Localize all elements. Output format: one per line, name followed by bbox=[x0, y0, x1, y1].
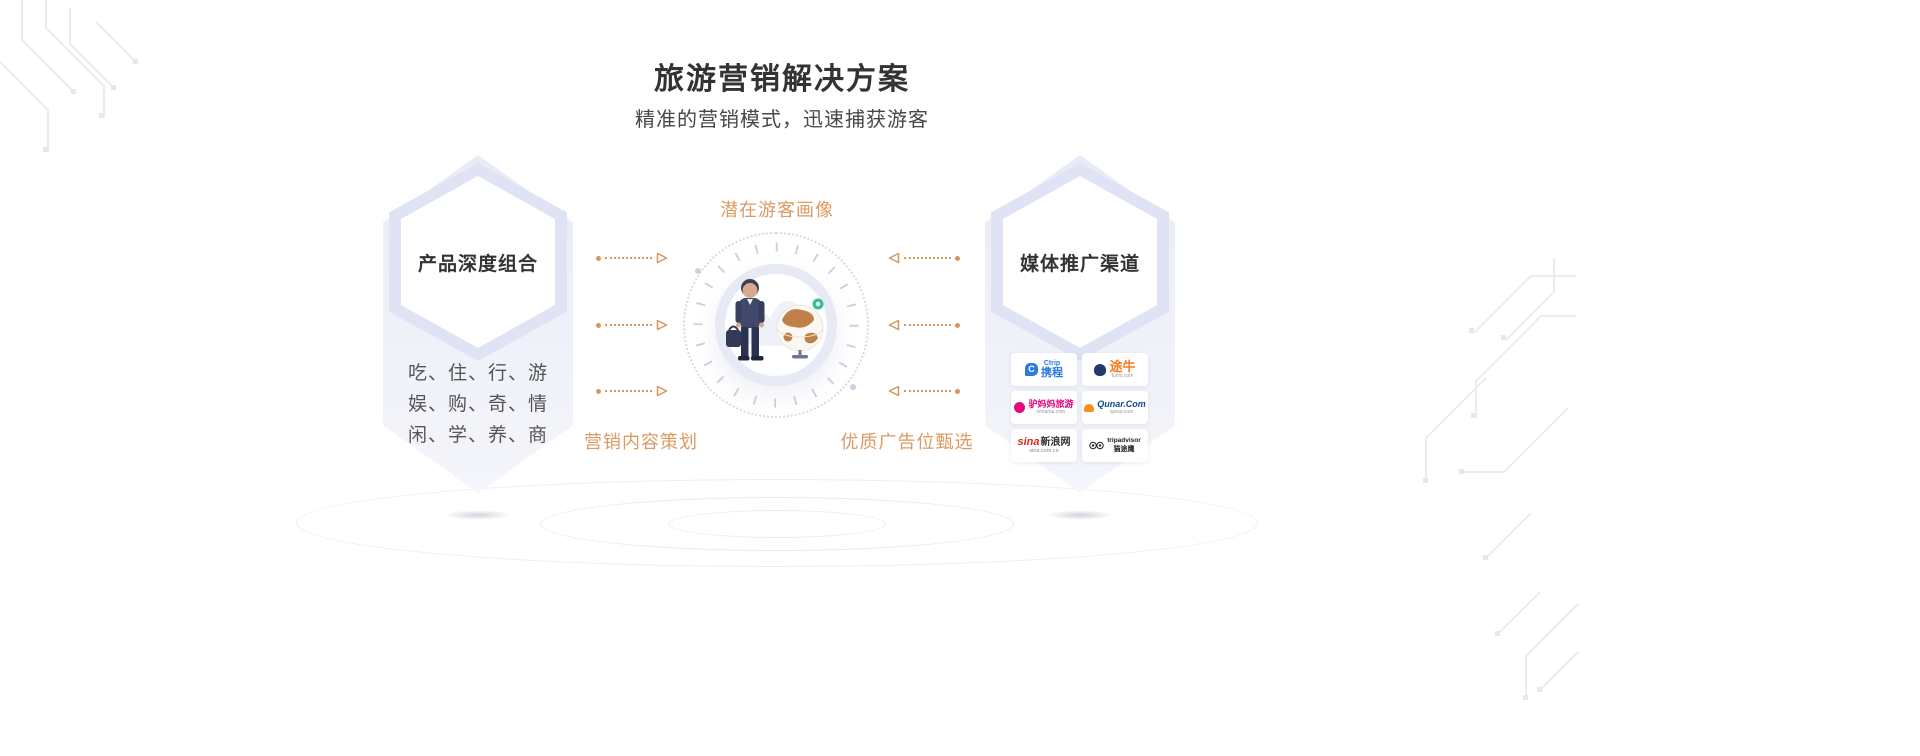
arrow-left-icon bbox=[888, 319, 900, 331]
qunar-wordmark: Qunar.Com bbox=[1097, 399, 1146, 409]
arrow-dot bbox=[955, 322, 960, 328]
tuniu-logo: 途牛 tuniu.com bbox=[1082, 353, 1148, 386]
arrow-dotted-line bbox=[904, 324, 951, 326]
product-card-lines: 吃、住、行、游 娱、购、奇、情 闲、学、养、商 bbox=[373, 358, 583, 451]
media-logo-grid: C Ctrip 携程 途牛 tuniu.com 驴妈妈旅游 lvmama.com… bbox=[1011, 353, 1148, 462]
arrow-dot bbox=[955, 388, 960, 394]
dial-tick-ring bbox=[693, 242, 859, 408]
dial-accent-dot bbox=[695, 268, 701, 274]
arrow-dotted-line bbox=[605, 324, 652, 326]
media-card-title: 媒体推广渠道 bbox=[1019, 253, 1140, 275]
circuit-pattern-right bbox=[1423, 258, 1576, 560]
arrow-dotted-line bbox=[904, 390, 951, 392]
flow-arrow-left-2 bbox=[596, 319, 668, 331]
tuniu-cow-icon bbox=[1094, 363, 1107, 376]
right-card-shadow bbox=[1046, 510, 1114, 520]
tripadvisor-wordmark-cn: 猫途鹰 bbox=[1113, 445, 1135, 453]
traveler-globe-illustration bbox=[726, 279, 824, 361]
circuit-pattern-bottom-right bbox=[1495, 592, 1579, 700]
arrow-left-icon bbox=[888, 385, 900, 397]
arrow-dot bbox=[596, 322, 601, 328]
ctrip-dolphin-icon: C bbox=[1025, 363, 1038, 376]
arrow-dotted-line bbox=[904, 257, 951, 259]
product-line: 吃、住、行、游 bbox=[407, 363, 548, 384]
sina-wordmark-en: sina bbox=[1017, 435, 1040, 448]
product-line: 闲、学、养、商 bbox=[407, 425, 548, 446]
ctrip-wordmark-cn: 携程 bbox=[1041, 367, 1063, 379]
lvmama-domain: lvmama.com bbox=[1036, 409, 1066, 415]
dial-accent-dot bbox=[850, 384, 856, 390]
ground-ring-outer bbox=[296, 479, 1258, 567]
section-subtitle: 精准的营销模式，迅速捕获游客 bbox=[635, 109, 929, 131]
tripadvisor-owl-icon bbox=[1089, 441, 1104, 450]
arrow-dot bbox=[596, 388, 601, 394]
product-card-title: 产品深度组合 bbox=[417, 253, 538, 275]
tripadvisor-logo: tripadvisor 猫途鹰 bbox=[1082, 429, 1148, 462]
product-line: 娱、购、奇、情 bbox=[407, 394, 548, 415]
ground-ring-inner bbox=[668, 510, 886, 538]
qunar-camel-icon bbox=[1084, 403, 1095, 412]
lvmama-wordmark: 驴妈妈旅游 bbox=[1028, 399, 1074, 409]
flow-arrow-right-3 bbox=[888, 385, 960, 397]
left-card-shadow bbox=[444, 510, 512, 520]
ground-ring-middle bbox=[540, 497, 1014, 551]
arrow-left-icon bbox=[888, 252, 900, 264]
arrow-dotted-line bbox=[605, 390, 652, 392]
sina-logo: sina 新浪网 sina.com.cn bbox=[1011, 429, 1077, 462]
arrow-right-icon bbox=[656, 252, 668, 264]
arrow-right-icon bbox=[656, 385, 668, 397]
flow-arrow-left-1 bbox=[596, 252, 668, 264]
arrow-right-icon bbox=[656, 319, 668, 331]
tuniu-wordmark: 途牛 bbox=[1109, 359, 1136, 374]
sina-wordmark-cn: 新浪网 bbox=[1040, 436, 1071, 448]
arrow-dot bbox=[955, 255, 960, 261]
ctrip-wordmark-en: Ctrip bbox=[1043, 360, 1061, 367]
flow-label-bottom-left: 营销内容策划 bbox=[584, 432, 698, 452]
flow-label-bottom-right: 优质广告位甄选 bbox=[840, 432, 974, 452]
flow-arrow-right-1 bbox=[888, 252, 960, 264]
flow-label-top: 潜在游客画像 bbox=[720, 200, 834, 220]
tripadvisor-wordmark: tripadvisor bbox=[1107, 437, 1141, 445]
lvmama-logo: 驴妈妈旅游 lvmama.com bbox=[1011, 391, 1077, 424]
sina-domain: sina.com.cn bbox=[1029, 447, 1059, 454]
lvmama-icon bbox=[1014, 402, 1026, 413]
section-title: 旅游营销解决方案 bbox=[654, 63, 910, 96]
qunar-domain: qunar.com bbox=[1109, 409, 1134, 415]
tuniu-domain: tuniu.com bbox=[1111, 373, 1134, 379]
arrow-dot bbox=[596, 255, 601, 261]
arrow-dotted-line bbox=[605, 257, 652, 259]
flow-arrow-right-2 bbox=[888, 319, 960, 331]
qunar-logo: Qunar.Com qunar.com bbox=[1082, 391, 1148, 424]
flow-arrow-left-3 bbox=[596, 385, 668, 397]
dial-dotted-circle bbox=[683, 232, 869, 418]
ctrip-logo: C Ctrip 携程 bbox=[1011, 353, 1077, 386]
